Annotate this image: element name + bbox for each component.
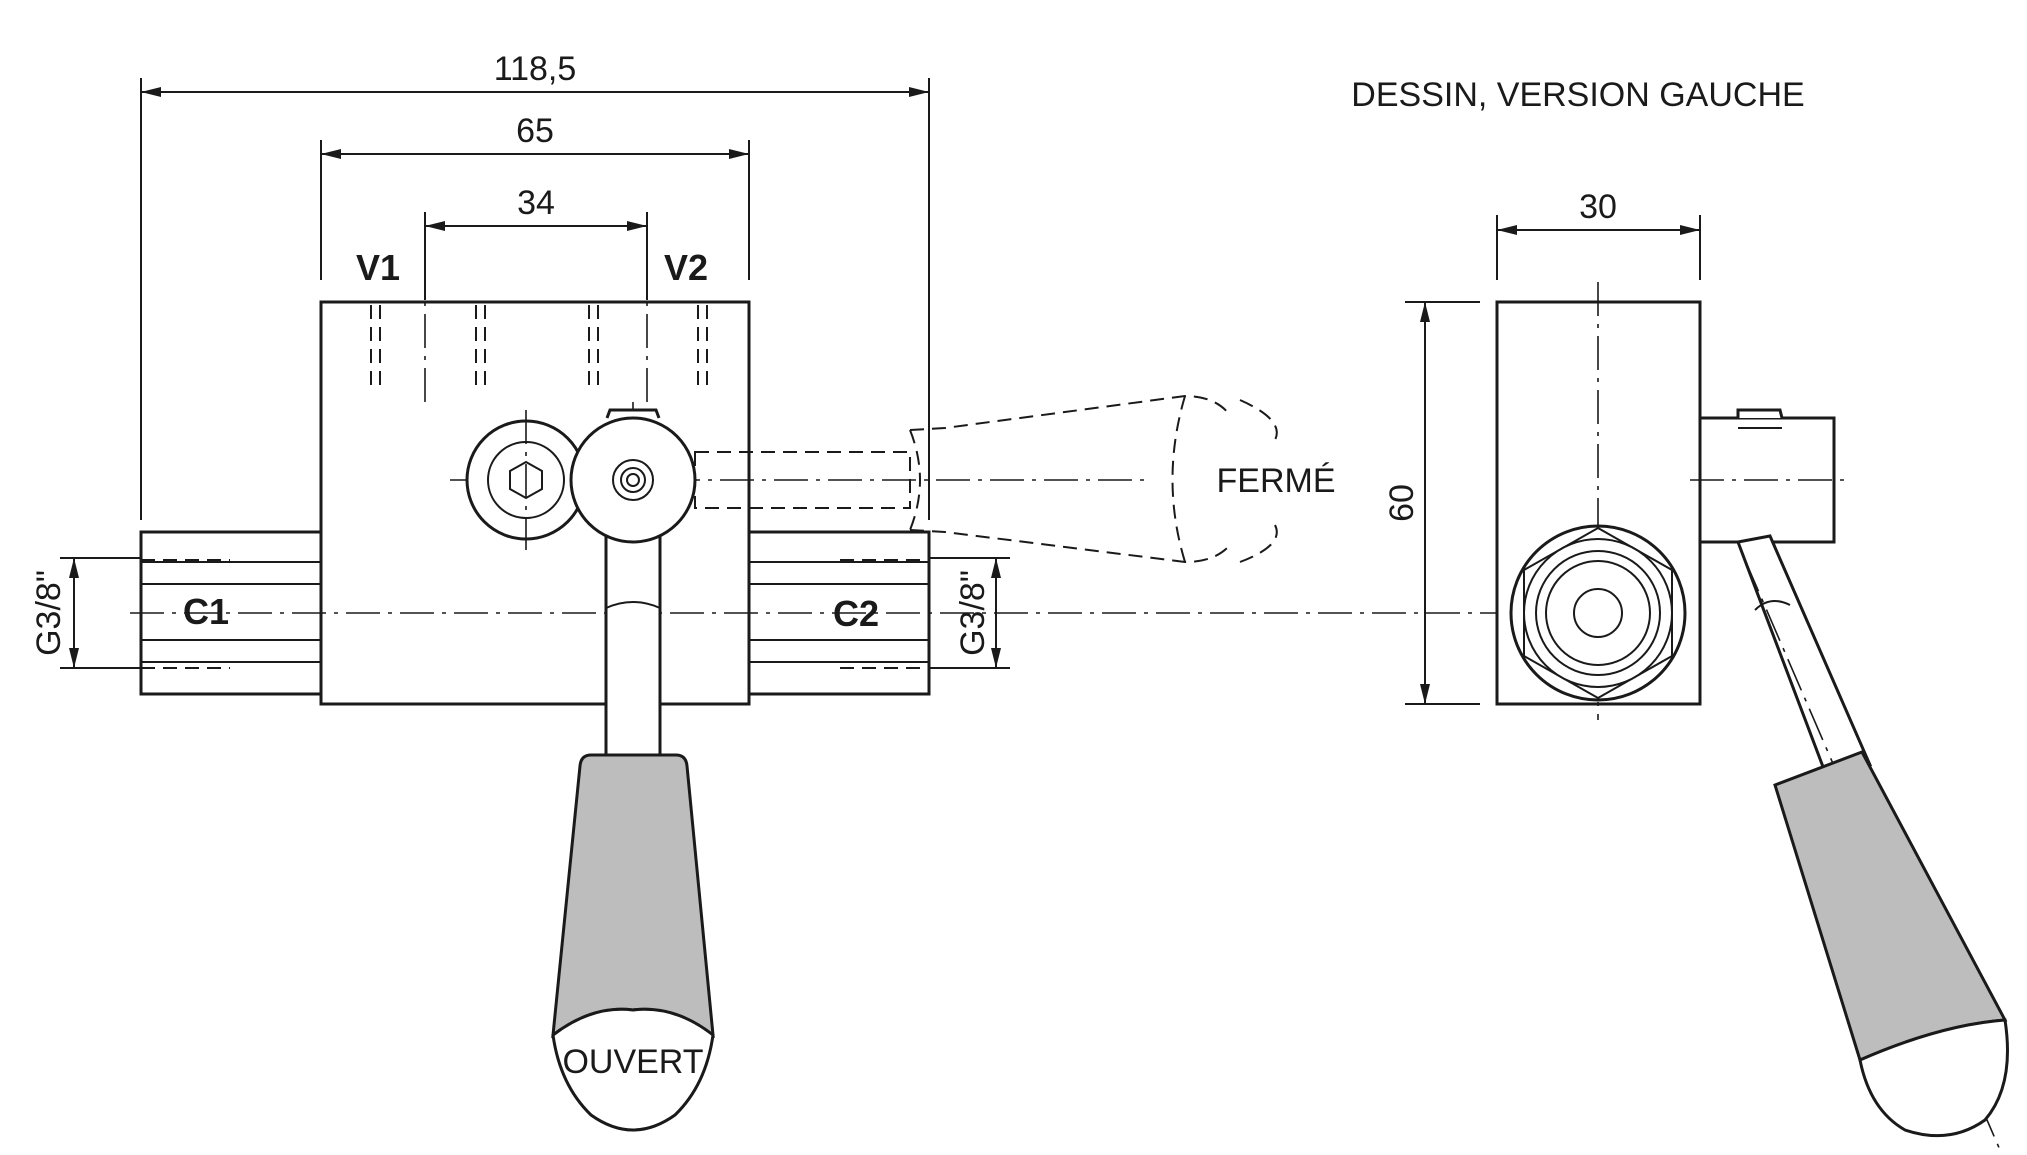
drawing-title: DESSIN, VERSION GAUCHE [1351, 76, 1804, 114]
dimension-side-height [1405, 301, 1480, 705]
port-label-c1: C1 [183, 591, 229, 632]
dim-label-side-width: 30 [1579, 188, 1617, 226]
port-c1-stub [139, 530, 323, 696]
hidden-bores [370, 305, 708, 385]
dim-label-34: 34 [517, 184, 555, 222]
dimension-thread-left [60, 557, 141, 669]
dimension-side-width [1496, 215, 1701, 280]
dim-label-overall: 118,5 [494, 50, 577, 88]
dimension-34 [424, 212, 648, 300]
port-label-c2: C2 [833, 593, 879, 634]
handle-closed-phantom [694, 394, 1278, 564]
port-label-v2: V2 [664, 247, 708, 288]
side-view [1495, 282, 2009, 1151]
front-view [130, 260, 1700, 1132]
port-label-v1: V1 [356, 247, 400, 288]
dimension-65 [320, 140, 750, 280]
label-open: OUVERT [562, 1043, 703, 1081]
dim-label-65: 65 [516, 112, 554, 150]
side-handle-grip [1773, 750, 2009, 1138]
handle-grip-open [551, 753, 715, 1132]
side-port-fitting [1509, 524, 1687, 702]
dim-label-side-height: 60 [1383, 484, 1421, 522]
thread-label-left: G3/8" [30, 570, 68, 656]
dimension-thread-right [929, 557, 1010, 669]
handle-stem-open [604, 518, 662, 757]
side-handle-spindle [1690, 408, 1850, 544]
dimension-overall [140, 78, 930, 520]
thread-label-right: G3/8" [954, 570, 992, 656]
label-closed: FERMÉ [1217, 462, 1336, 500]
hex-socket-screw [465, 410, 587, 550]
